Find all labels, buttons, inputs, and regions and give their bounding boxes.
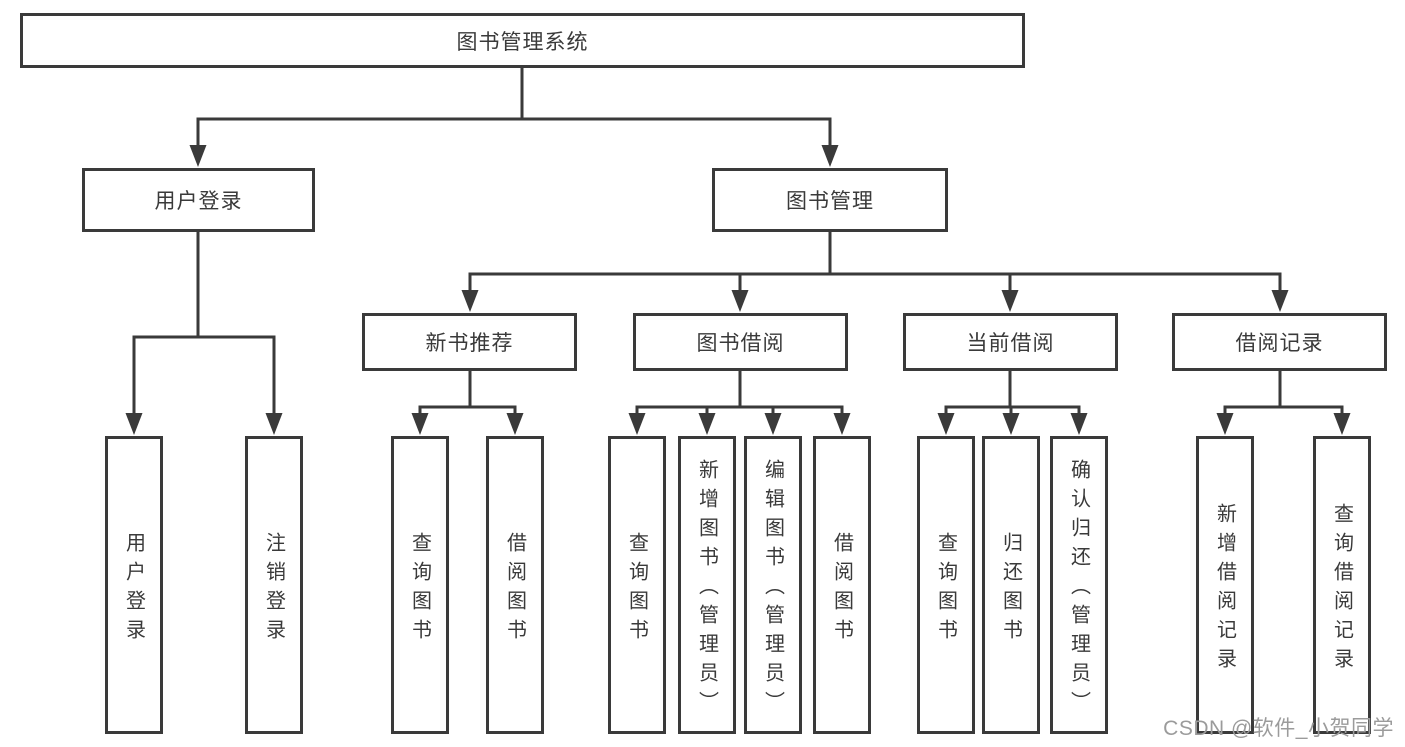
leaf-borrow-add-book-admin-label: 新增图书（管理员） (695, 459, 718, 720)
node-book-management: 图书管理 (712, 168, 948, 232)
leaf-borrow-add-book-admin: 新增图书（管理员） (678, 436, 736, 734)
leaf-record-add-borrow-record: 新增借阅记录 (1196, 436, 1254, 734)
leaf-rec-query-book-label: 查询图书 (408, 531, 431, 648)
node-borrow-record-label: 借阅记录 (1235, 332, 1324, 355)
leaf-rec-query-book: 查询图书 (391, 436, 449, 734)
node-user-login: 用户登录 (82, 168, 315, 232)
leaf-user-login-label: 用户登录 (122, 531, 145, 648)
node-new-book-recommend: 新书推荐 (362, 313, 577, 371)
leaf-logout-login: 注销登录 (245, 436, 303, 734)
leaf-record-query-borrow-record: 查询借阅记录 (1313, 436, 1371, 734)
node-new-book-recommend-label: 新书推荐 (425, 332, 514, 355)
node-root: 图书管理系统 (20, 13, 1025, 68)
leaf-current-query-book-label: 查询图书 (934, 531, 957, 648)
node-current-borrow-label: 当前借阅 (966, 332, 1055, 355)
leaf-record-query-borrow-record-label: 查询借阅记录 (1330, 502, 1353, 677)
leaf-borrow-borrow-book: 借阅图书 (813, 436, 871, 734)
leaf-current-return-book-label: 归还图书 (999, 531, 1022, 648)
node-borrow-record: 借阅记录 (1172, 313, 1387, 371)
leaf-borrow-edit-book-admin-label: 编辑图书（管理员） (761, 459, 784, 720)
leaf-current-return-book: 归还图书 (982, 436, 1040, 734)
node-book-borrow: 图书借阅 (633, 313, 848, 371)
leaf-borrow-query-book-label: 查询图书 (625, 531, 648, 648)
node-user-login-label: 用户登录 (154, 190, 243, 213)
leaf-current-confirm-return-admin: 确认归还（管理员） (1050, 436, 1108, 734)
leaf-rec-borrow-book: 借阅图书 (486, 436, 544, 734)
leaf-borrow-borrow-book-label: 借阅图书 (830, 531, 853, 648)
node-book-management-label: 图书管理 (786, 190, 874, 213)
node-current-borrow: 当前借阅 (903, 313, 1118, 371)
leaf-borrow-edit-book-admin: 编辑图书（管理员） (744, 436, 802, 734)
node-root-label: 图书管理系统 (456, 30, 589, 54)
leaf-current-confirm-return-admin-label: 确认归还（管理员） (1067, 459, 1090, 720)
leaf-record-add-borrow-record-label: 新增借阅记录 (1213, 502, 1236, 677)
leaf-logout-login-label: 注销登录 (262, 531, 285, 648)
leaf-borrow-query-book: 查询图书 (608, 436, 666, 734)
node-book-borrow-label: 图书借阅 (696, 332, 785, 355)
leaf-current-query-book: 查询图书 (917, 436, 975, 734)
leaf-user-login: 用户登录 (105, 436, 163, 734)
leaf-rec-borrow-book-label: 借阅图书 (503, 531, 526, 648)
